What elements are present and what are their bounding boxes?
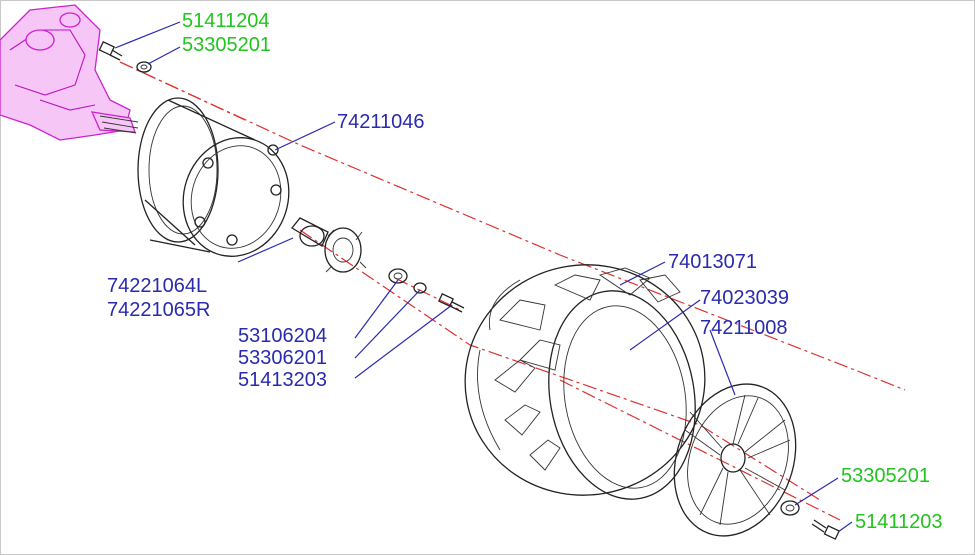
label-tube: 74023039 [700, 287, 789, 309]
hub-illustration [291, 217, 367, 273]
label-bolt-mid: 51413203 [238, 369, 327, 391]
washer-bottom-illustration [780, 500, 800, 516]
label-hub-right: 74221065R [107, 299, 210, 321]
bolt-bottom-illustration [811, 519, 840, 540]
leader-lines [114, 21, 853, 533]
washer-mid-illustration [413, 282, 427, 294]
label-rim: 74211046 [337, 111, 425, 133]
washer-top-illustration [136, 61, 152, 73]
tire-illustration [464, 264, 706, 500]
label-spacer: 53106204 [238, 325, 327, 347]
spacer-illustration [388, 268, 408, 284]
label-tire: 74013071 [668, 251, 757, 273]
wheel-cover-illustration [673, 383, 797, 537]
rim-illustration [137, 97, 290, 257]
label-bolt-top: 51411204 [182, 10, 270, 32]
label-hub-left: 74221064L [107, 275, 207, 297]
bolt-top-illustration [98, 40, 123, 61]
axle-assembly-illustration [0, 4, 139, 141]
label-washer-mid: 53306201 [238, 347, 327, 369]
label-washer-bottom: 53305201 [841, 465, 930, 487]
label-washer-top: 53305201 [182, 34, 271, 56]
label-wheel-cover: 74211008 [700, 317, 788, 339]
bolt-mid-illustration [438, 292, 465, 313]
part-labels: 51411204 53305201 74211046 74221064L 742… [107, 10, 943, 533]
label-bolt-bottom: 51411203 [855, 511, 943, 533]
